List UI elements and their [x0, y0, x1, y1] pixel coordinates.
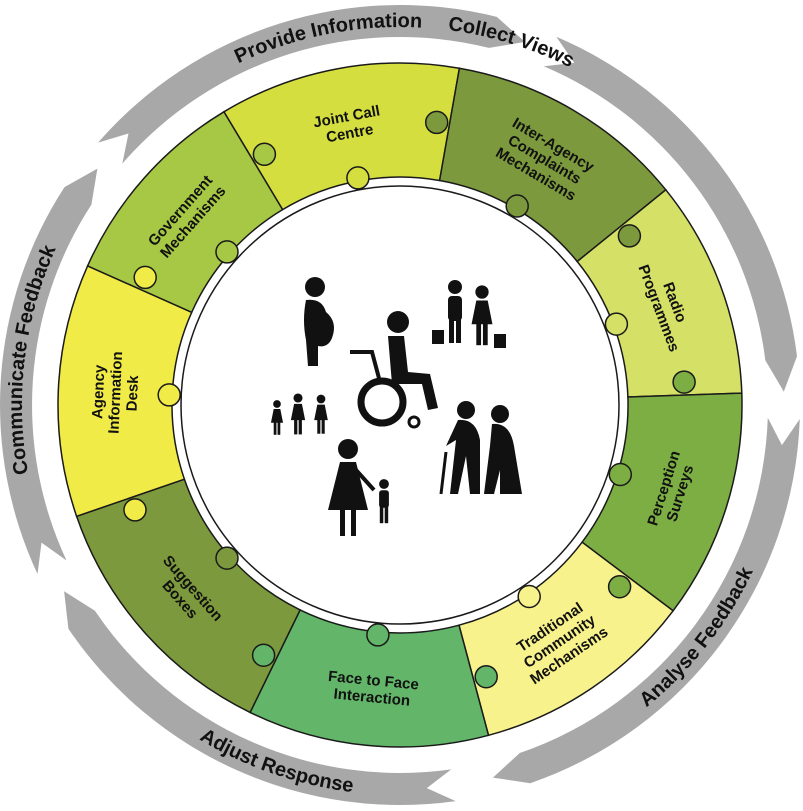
- provide-information-arc-shape: [98, 5, 525, 164]
- puzzle-knob: [608, 462, 633, 487]
- puzzle-knob: [133, 265, 157, 290]
- puzzle-knob: [346, 166, 370, 190]
- puzzle-knob: [215, 546, 239, 570]
- puzzle-knob: [215, 240, 239, 264]
- government-mechanisms-segment-shape: [86, 110, 284, 314]
- center-people-group: [270, 277, 522, 536]
- analyse-feedback-arc-shape: [492, 417, 800, 784]
- elderly-couple-icon: [439, 401, 522, 495]
- woman-with-child-icon: [328, 439, 389, 536]
- couple-with-bags-icon: [432, 280, 506, 348]
- children-group-icon: [270, 393, 328, 435]
- puzzle-knob: [607, 574, 632, 599]
- puzzle-knob: [474, 664, 498, 689]
- puzzle-knob: [505, 194, 529, 218]
- pregnant-woman-icon: [304, 277, 334, 366]
- puzzle-knob: [424, 110, 449, 135]
- communicate-feedback-arc-shape: [0, 168, 98, 574]
- puzzle-knob: [672, 370, 696, 394]
- puzzle-knob: [617, 224, 642, 248]
- government-mechanisms-segment: [86, 110, 284, 314]
- puzzle-knob: [252, 142, 277, 167]
- collect-views-arc-shape: [543, 36, 797, 392]
- provide-information-label: Provide Information: [231, 10, 422, 68]
- wheelchair-user-icon: [350, 311, 438, 429]
- puzzle-knob: [517, 584, 541, 609]
- puzzle-knob: [123, 498, 147, 522]
- puzzle-knob: [366, 623, 390, 647]
- puzzle-knob: [251, 643, 276, 667]
- agency-information-desk-label: AgencyInformationDesk: [89, 350, 144, 435]
- puzzle-knob: [604, 312, 629, 336]
- puzzle-knob: [157, 383, 181, 407]
- adjust-response-arc-shape: [64, 591, 456, 805]
